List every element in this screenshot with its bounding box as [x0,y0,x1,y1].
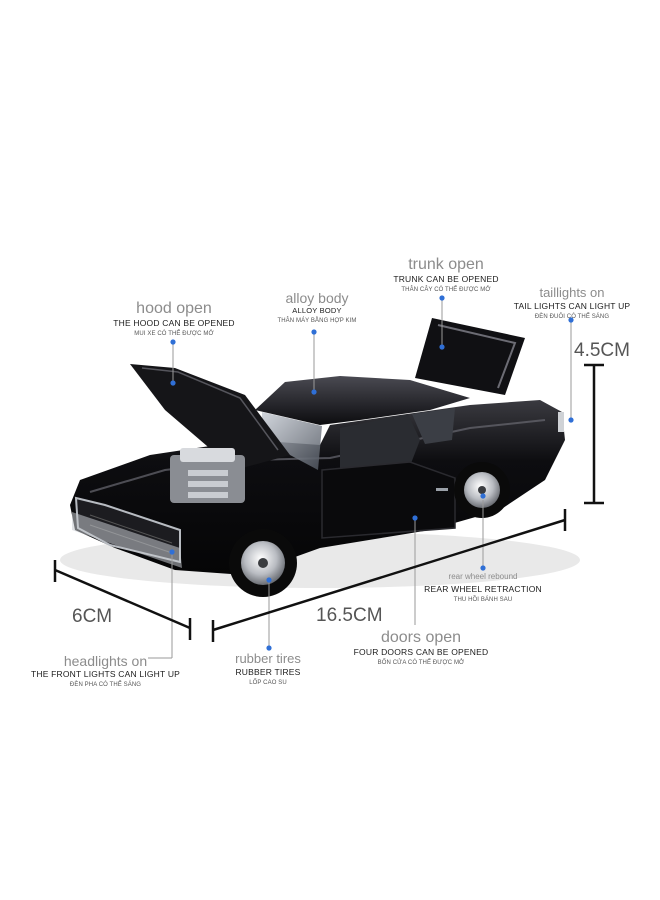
taillights-callout-dot [568,317,574,323]
body-highlight [89,419,546,493]
tires-callout-dot [266,645,272,651]
headlights-title: headlights on [63,653,148,669]
hood-edge [141,367,279,451]
doors-annotation: doors open FOUR DOORS CAN BE OPENED BỐN … [346,629,496,667]
width-dimension-line [54,568,191,630]
doors-caption: FOUR DOORS CAN BE OPENED [353,647,489,658]
car-roof [255,376,470,425]
front-wheel [229,529,297,597]
rear-wheel-callout-dot [480,565,486,571]
windshield [262,412,322,470]
headlights-caption: THE FRONT LIGHTS CAN LIGHT UP [30,669,181,680]
hood-subcaption: MUI XE CÓ THỂ ĐƯỢC MỞ [134,331,214,338]
width-dimension-label: 6CM [72,606,113,627]
tires-subcaption: LỐP CAO SU [249,679,287,686]
tires-callout-dot [266,577,272,583]
length-dimension-label: 16.5CM [316,605,383,626]
doors-callout-dot [412,515,418,521]
taillights-title: taillights on [539,285,605,300]
open-hood [130,364,290,470]
tail-light [558,412,564,432]
car-body [70,400,565,575]
rear-wheel-caption: REAR WHEEL RETRACTION [424,584,542,595]
rear-wheel-callout-dot [480,493,486,499]
rear-side-window [412,408,455,444]
trunk-callout-dot [439,295,445,301]
headlights-annotation: headlights on THE FRONT LIGHTS CAN LIGHT… [28,653,183,689]
rear-wheel-title: rear wheel rebound [448,572,518,581]
taillights-callout-dot [568,417,574,423]
rear-wheel-subcaption: THU HỒI BÁNH SAU [453,596,513,603]
trunk-highlight [437,324,517,389]
hood-callout-dot [170,339,176,345]
trunk-caption: TRUNK CAN BE OPENED [393,274,499,285]
door-handle [436,488,448,491]
tires-title: rubber tires [235,651,301,666]
hood-annotation: hood open THE HOOD CAN BE OPENED MUI XE … [104,300,244,338]
trunk-callout-dot [439,344,445,350]
body-callout-dot [311,389,317,395]
taillights-caption: TAIL LIGHTS CAN LIGHT UP [513,300,631,311]
grille-bar [89,514,173,544]
headlights-subcaption: ĐÈN PHA CÓ THỂ SÁNG [69,681,142,688]
doors-subcaption: BỐN CỬA CÓ THỂ ĐƯỢC MỞ [377,660,465,667]
tires-annotation: rubber tires RUBBER TIRES LỐP CAO SU [218,651,318,687]
taillights-subcaption: ĐÈN ĐUÔI CÓ THỂ SÁNG [534,313,610,320]
open-door [321,461,456,539]
tires-caption: RUBBER TIRES [235,666,301,677]
trunk-subcaption: THÂN CÂY CÓ THỂ ĐƯỢC MỞ [401,287,491,294]
front-bumper [72,512,182,568]
body-caption: ALLOY BODY [292,306,342,316]
hood-caption: THE HOOD CAN BE OPENED [113,318,235,329]
body-title: alloy body [285,290,349,306]
body-subcaption: THÂN MÁY BẰNG HỢP KIM [277,317,357,324]
hood-title: hood open [136,300,212,317]
length-dimension-line [212,518,566,632]
body-annotation: alloy body ALLOY BODY THÂN MÁY BẰNG HỢP … [262,290,372,325]
headlights-callout-dot [169,549,175,555]
trunk-annotation: trunk open TRUNK CAN BE OPENED THÂN CÂY … [376,256,516,294]
rear-wheel-annotation: rear wheel rebound REAR WHEEL RETRACTION… [418,572,548,604]
taillights-annotation: taillights on TAIL LIGHTS CAN LIGHT UP Đ… [508,285,636,321]
side-window [340,414,420,472]
rear-wheel [454,462,510,518]
engine [170,448,245,503]
doors-title: doors open [380,629,462,646]
height-dimension-label: 4.5CM [574,340,630,361]
hood-callout-dot [170,380,176,386]
body-callout-dot [311,329,317,335]
trunk-title: trunk open [408,256,484,273]
